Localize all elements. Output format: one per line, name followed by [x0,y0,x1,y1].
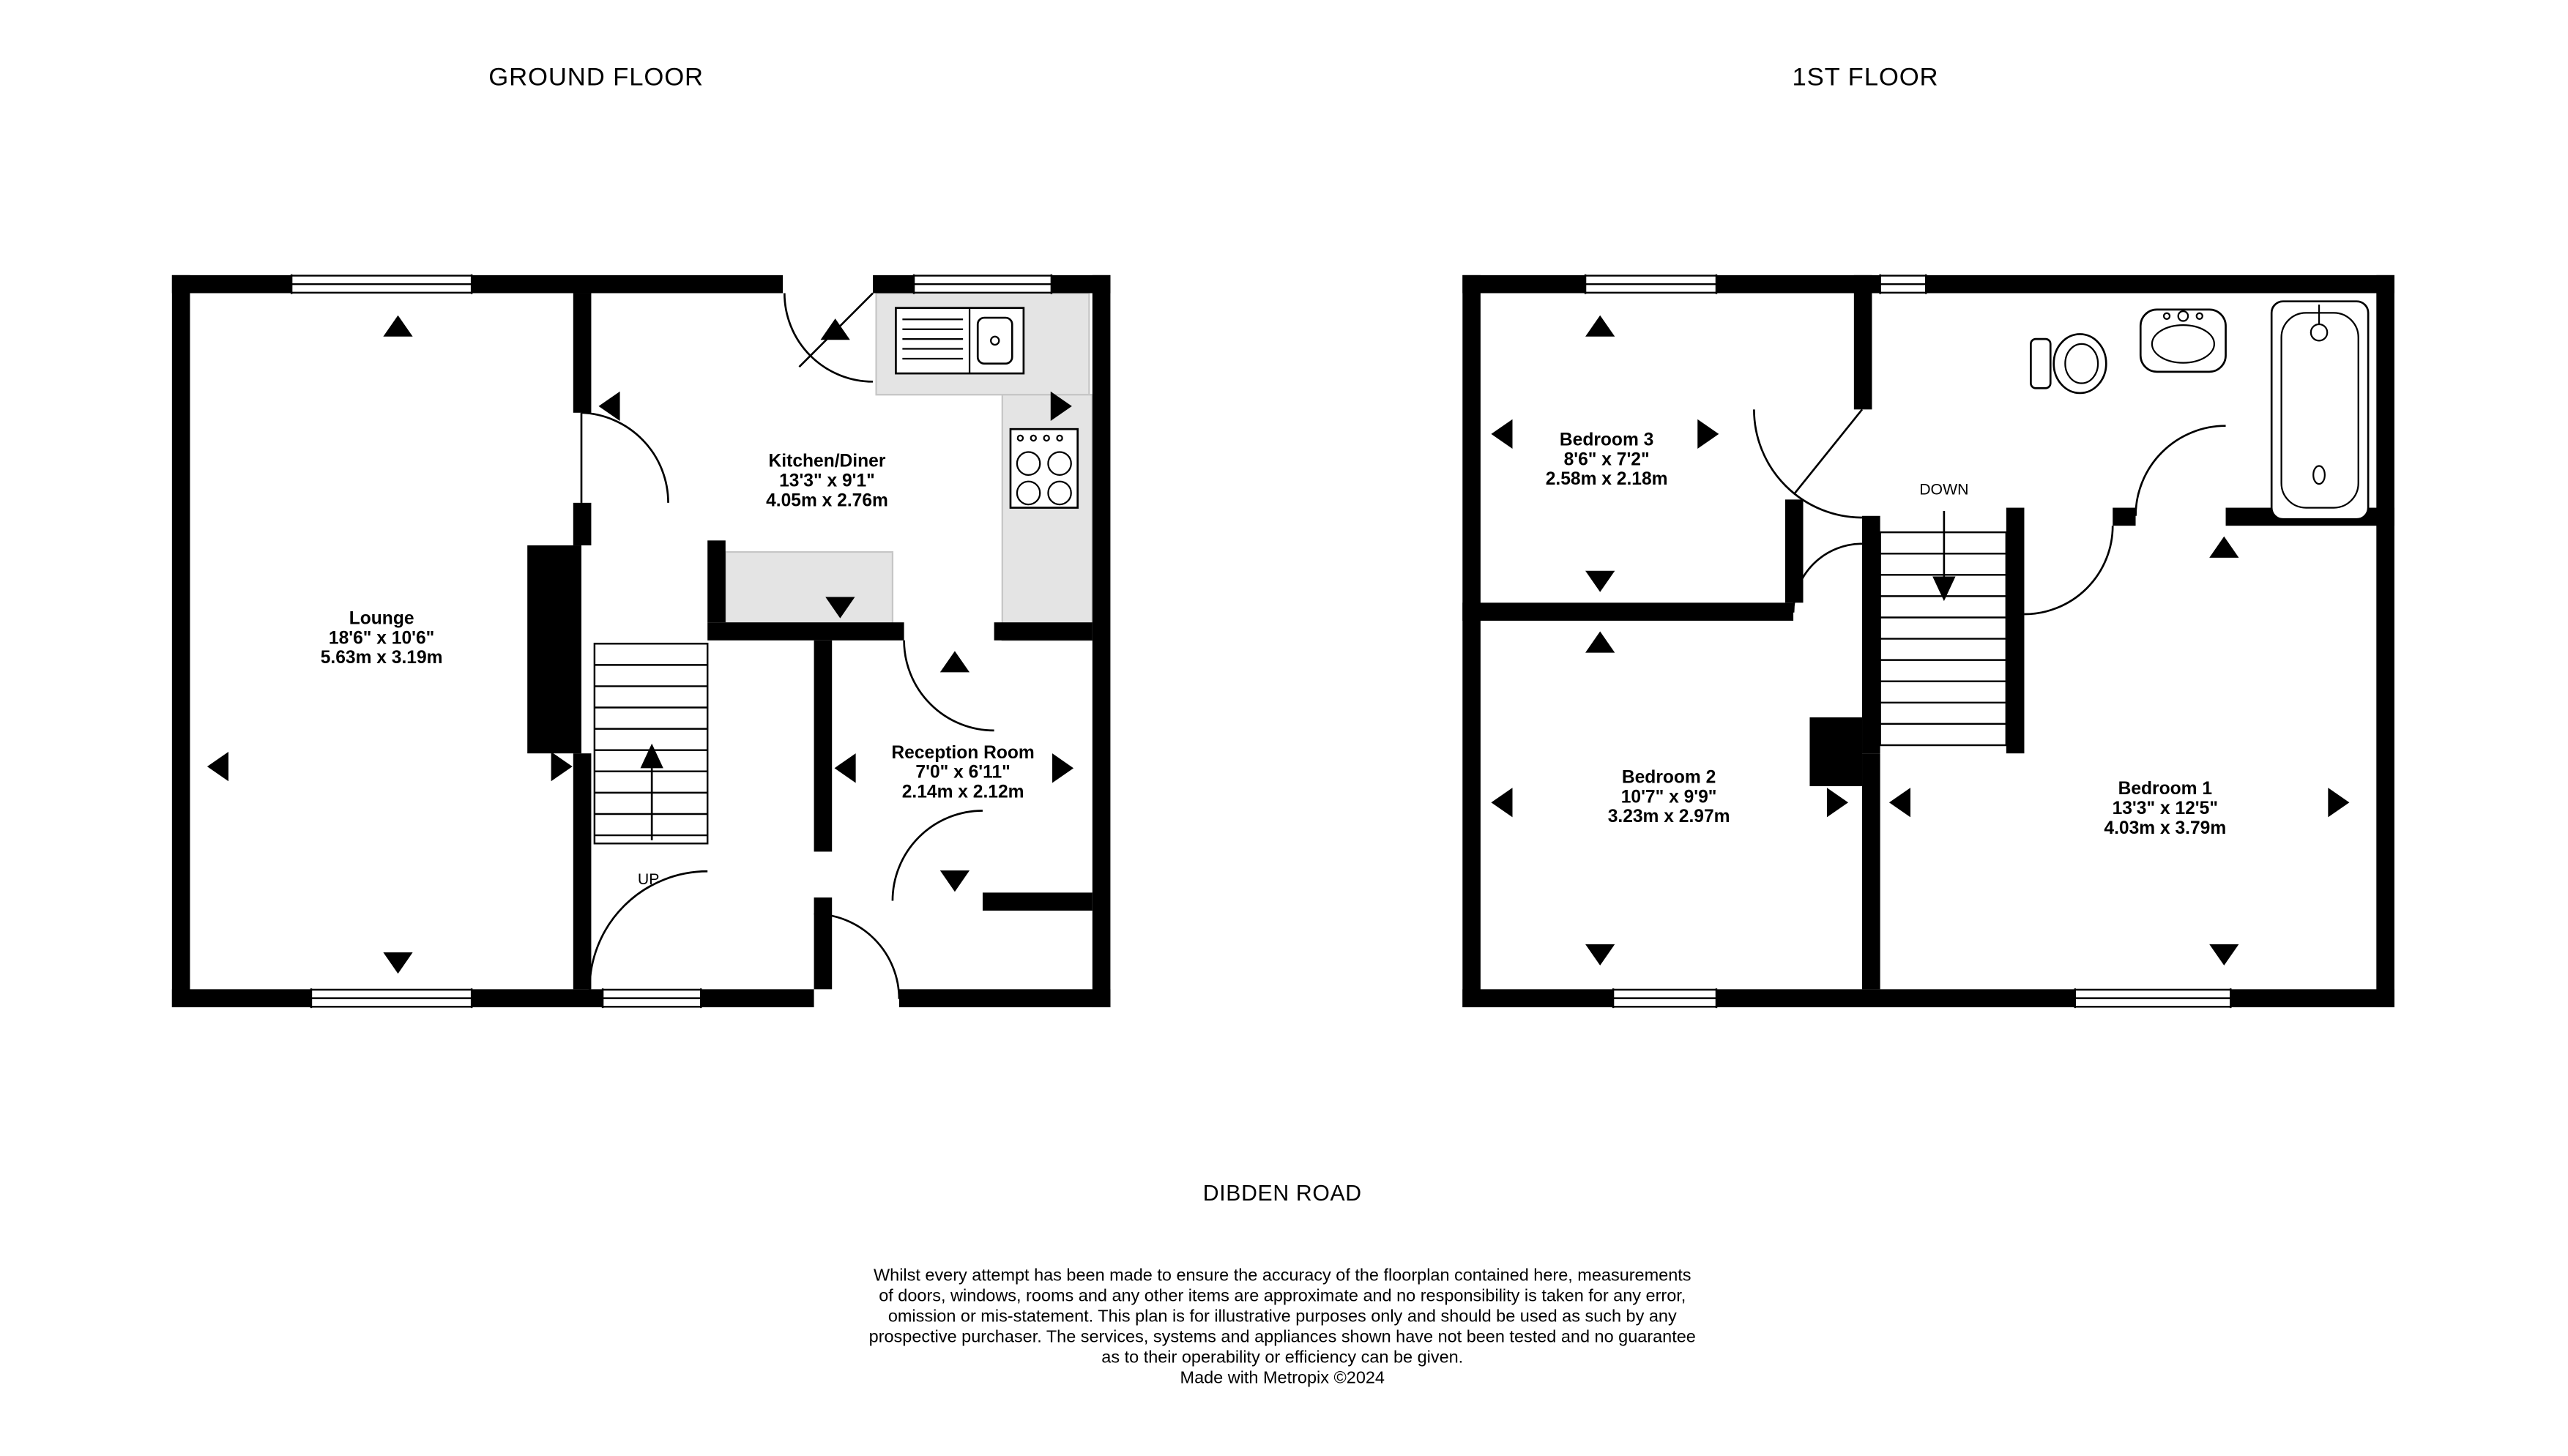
room-dims-imperial: 13'3" x 9'1" [779,471,875,490]
disclaimer-line: prospective purchaser. The services, sys… [869,1327,1696,1346]
window [2074,988,2232,1009]
room-dims-imperial: 8'6" x 7'2" [1564,449,1650,469]
ground-floor-windows [290,274,1053,1009]
door-arc [580,411,669,503]
door-arc [2024,526,2114,616]
window [912,274,1053,294]
ground-floor-plan: Lounge 18'6" x 10'6" 5.63m x 3.19m Kitch… [171,274,1111,1009]
room-dims-imperial: 13'3" x 12'5" [2113,799,2218,818]
room-dims-metric: 4.05m x 2.76m [766,490,888,510]
first-floor-title: 1ST FLOOR [1793,63,1939,91]
sink-icon [895,307,1025,375]
room-label-bedroom-2: Bedroom 2 10'7" x 9'9" 3.23m x 2.97m [1608,767,1730,826]
room-label-kitchen-diner: Kitchen/Diner 13'3" x 9'1" 4.05m x 2.76m [766,452,888,511]
window [310,988,473,1009]
ground-floor-walls [171,275,1111,1007]
door-arc [903,640,994,732]
stairs-up-label: UP [638,870,660,888]
room-name: Reception Room [891,743,1034,763]
window [1612,988,1718,1009]
ground-floor-title: GROUND FLOOR [488,63,704,91]
made-with-credit: Made with Metropix ©2024 [1180,1367,1385,1386]
first-floor-windows [1584,274,2232,1009]
disclaimer-line: as to their operability or efficiency ca… [1101,1347,1463,1366]
up-arrow [640,743,663,840]
room-dims-imperial: 7'0" x 6'11" [915,763,1010,783]
first-floor-plan: Bedroom 3 8'6" x 7'2" 2.58m x 2.18m Bedr… [1462,274,2394,1009]
ground-floor-doors [580,292,994,999]
hob-icon [1009,428,1079,509]
door-arc [1753,408,1864,519]
window [1584,274,1718,294]
window [1879,274,1927,294]
room-dims-imperial: 10'7" x 9'9" [1621,787,1717,807]
room-dims-imperial: 18'6" x 10'6" [329,628,434,648]
room-dims-metric: 2.58m x 2.18m [1546,469,1668,489]
room-name: Lounge [349,608,414,628]
disclaimer-line: omission or mis-statement. This plan is … [888,1307,1677,1326]
staircase-up [593,643,709,845]
chimney-breast [527,545,581,754]
room-name: Bedroom 2 [1622,767,1716,787]
room-dims-metric: 2.14m x 2.12m [902,783,1024,802]
chimney-breast [1809,717,1863,786]
toilet-icon [2030,333,2107,395]
measure-arrows [1491,315,2350,966]
room-name: Bedroom 3 [1560,430,1653,450]
door-arc [1792,542,1863,613]
room-dims-metric: 4.03m x 3.79m [2104,818,2226,838]
road-name: DIBDEN ROAD [1203,1181,1362,1206]
staircase-down [1879,511,2008,747]
down-arrow [1932,511,1956,602]
room-name: Kitchen/Diner [769,452,886,471]
room-name: Bedroom 1 [2118,779,2212,799]
room-dims-metric: 5.63m x 3.19m [321,648,443,668]
room-label-reception-room: Reception Room 7'0" x 6'11" 2.14m x 2.12… [891,743,1034,802]
room-label-lounge: Lounge 18'6" x 10'6" 5.63m x 3.19m [321,608,443,668]
first-floor-walls [1462,275,2394,1007]
bathtub-icon [2270,300,2370,520]
room-label-bedroom-1: Bedroom 1 13'3" x 12'5" 4.03m x 3.79m [2104,779,2226,838]
disclaimer-line: of doors, windows, rooms and any other i… [879,1286,1686,1305]
door-arc [588,870,708,990]
basin-icon [2139,308,2227,373]
stairs-down-label: DOWN [1919,481,1968,499]
disclaimer: Whilst every attempt has been made to en… [869,1266,1696,1387]
first-floor-doors [1753,408,2226,616]
door-arc [2135,425,2226,516]
disclaimer-line: Whilst every attempt has been made to en… [874,1266,1691,1285]
room-dims-metric: 3.23m x 2.97m [1608,807,1730,826]
window [290,274,473,294]
window [601,988,702,1009]
door-arc [814,913,901,999]
measure-arrows [206,315,1074,974]
door-arc [891,810,983,901]
room-label-bedroom-3: Bedroom 3 8'6" x 7'2" 2.58m x 2.18m [1546,430,1668,490]
